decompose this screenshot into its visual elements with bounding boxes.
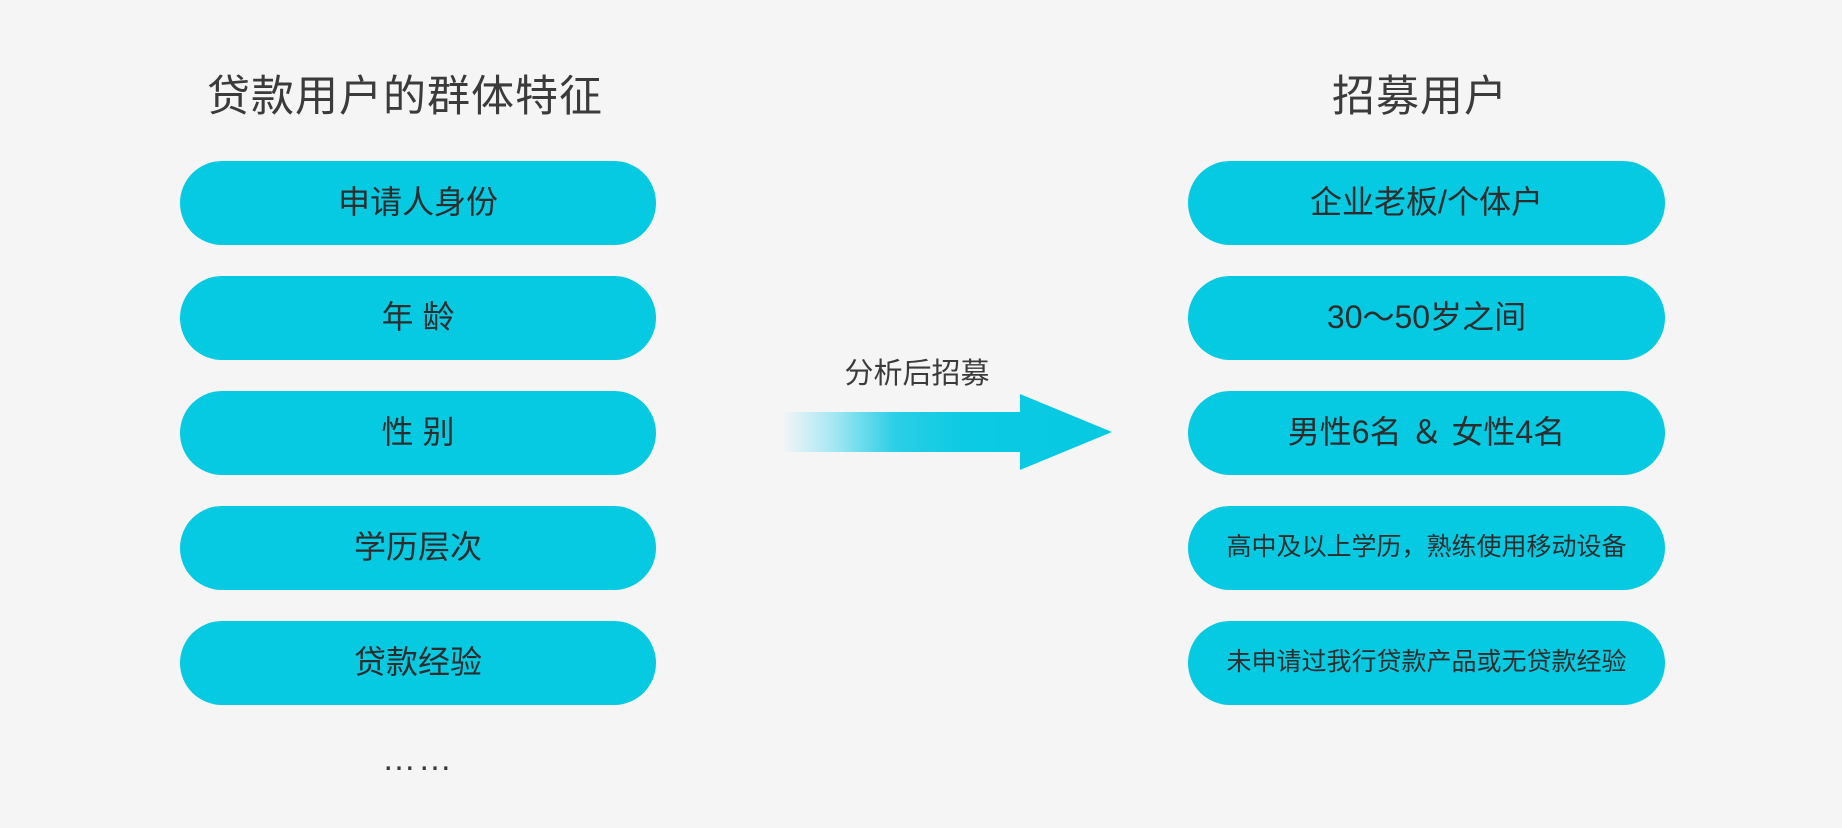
left-column-title: 贷款用户的群体特征 [207,73,603,121]
left-pill-applicant-identity[interactable]: 申请人身份 [180,161,656,245]
right-pill-occupation[interactable]: 企业老板/个体户 [1188,161,1665,245]
connector-label: 分析后招募 [844,358,990,390]
right-column-title: 招募用户 [1332,73,1508,121]
left-column-more-indicator: …… [382,740,454,778]
right-pill-age-range[interactable]: 30～50岁之间 [1188,276,1665,360]
left-pill-age[interactable]: 年 龄 [180,276,656,360]
right-pill-loan-history[interactable]: 未申请过我行贷款产品或无贷款经验 [1188,621,1665,705]
left-pill-gender[interactable]: 性 别 [180,391,656,475]
right-pill-gender-split[interactable]: 男性6名 ＆ 女性4名 [1188,391,1665,475]
left-pill-loan-experience[interactable]: 贷款经验 [180,621,656,705]
arrow-right-icon [782,394,1112,470]
connector-arrow-group: 分析后招募 [782,350,1112,470]
right-pill-education-and-device[interactable]: 高中及以上学历，熟练使用移动设备 [1188,506,1665,590]
left-pill-education-level[interactable]: 学历层次 [180,506,656,590]
